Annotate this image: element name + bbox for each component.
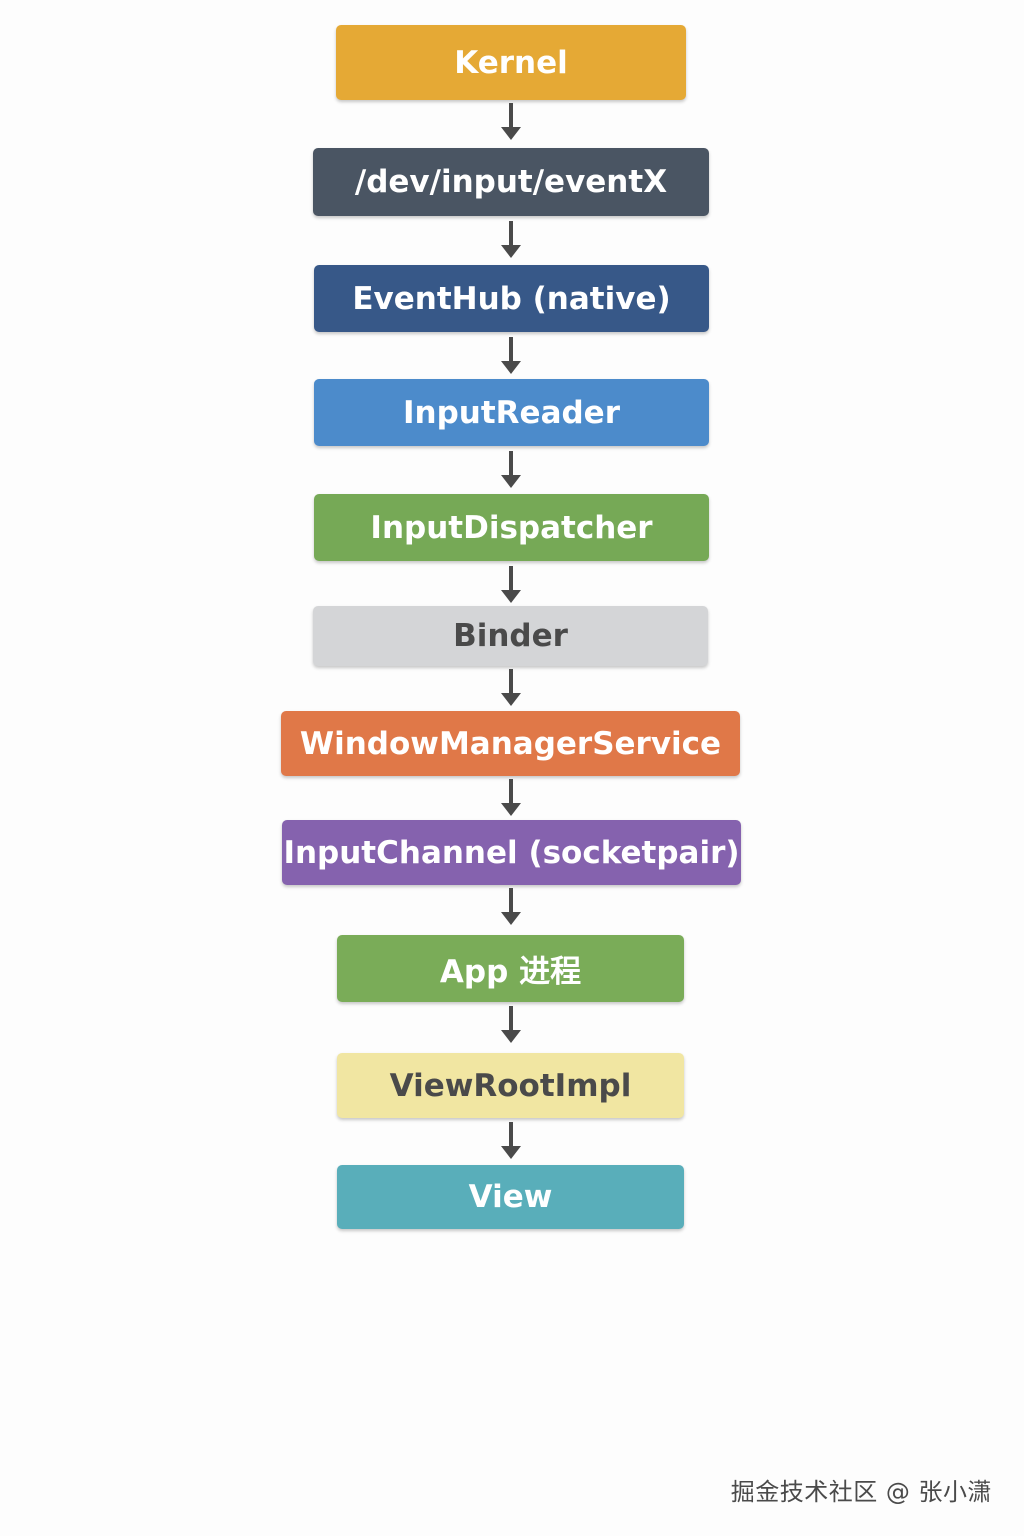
arrow-down-icon xyxy=(501,888,521,925)
node-inputreader: InputReader xyxy=(314,379,709,446)
node-label: EventHub (native) xyxy=(352,280,671,317)
node-label: WindowManagerService xyxy=(299,725,722,762)
node-label: InputReader xyxy=(403,394,620,431)
node-inputchannel: InputChannel (socketpair) xyxy=(282,820,741,885)
node-label: App 进程 xyxy=(439,954,582,990)
node-label: InputDispatcher xyxy=(370,509,653,546)
node-label: View xyxy=(468,1179,553,1215)
arrow-down-icon xyxy=(501,779,521,816)
node-inputdispatcher: InputDispatcher xyxy=(314,494,709,561)
node-dev-input-eventx: /dev/input/eventX xyxy=(313,148,709,216)
arrow-down-icon xyxy=(501,221,521,258)
node-app-process: App 进程 xyxy=(337,935,684,1002)
node-viewrootimpl: ViewRootImpl xyxy=(337,1053,684,1118)
node-view: View xyxy=(337,1165,684,1229)
node-kernel: Kernel xyxy=(336,25,686,100)
node-eventhub: EventHub (native) xyxy=(314,265,709,332)
arrow-down-icon xyxy=(501,337,521,374)
node-label: ViewRootImpl xyxy=(389,1067,632,1104)
node-label: Binder xyxy=(453,618,568,654)
node-label: InputChannel (socketpair) xyxy=(283,834,740,871)
node-label: Kernel xyxy=(454,44,568,81)
arrow-down-icon xyxy=(501,566,521,603)
arrow-down-icon xyxy=(501,669,521,706)
watermark: 掘金技术社区 @ 张小潇 xyxy=(730,1478,992,1506)
arrow-down-icon xyxy=(501,103,521,140)
arrow-down-icon xyxy=(501,1122,521,1159)
node-windowmanagerservice: WindowManagerService xyxy=(281,711,740,776)
arrow-down-icon xyxy=(501,1006,521,1043)
arrow-down-icon xyxy=(501,451,521,488)
node-binder: Binder xyxy=(313,606,708,666)
node-label: /dev/input/eventX xyxy=(354,164,668,200)
